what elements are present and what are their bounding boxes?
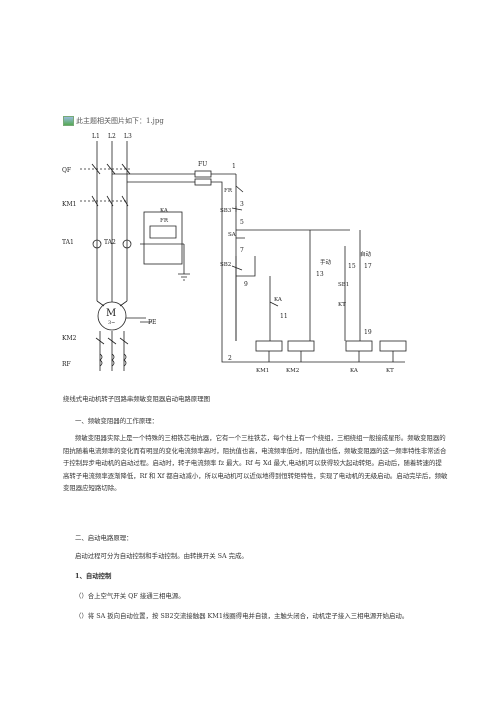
node-label: 13 [316,271,324,278]
coil-label: KM1 [256,368,269,374]
caption-text: 此主题相关图片如下：1.jpg [76,117,164,125]
sb1-label: SB1 [338,282,349,288]
section-heading: 一、频敏变阻器的工作原理： [75,417,159,425]
node-label: 5 [240,219,244,226]
rf-label: RF [62,361,71,368]
node-label: 19 [364,329,372,336]
pe-label: PE [148,319,156,326]
subheading: 1、自动控制 [75,572,112,580]
section-heading: 二、启动电路原理： [75,534,133,542]
image-icon [63,116,74,126]
phase-label: L3 [124,133,132,140]
motor-phase: 3~ [108,320,115,326]
phase-label: L2 [108,133,116,140]
step-item: （​）合上空气开关 QF 接通三相电源。 [75,592,185,600]
section-body: 频敏变阻器实际上是一个特殊的三相铁芯电抗器，它有一个三柱铁芯，每个柱上有一个绕组… [63,434,448,493]
phase-label: L1 [92,133,100,140]
coil-kt [379,340,407,352]
km1-label: KM1 [62,201,76,208]
node-label: 11 [280,313,288,320]
ta2-label: TA2 [104,239,116,246]
ka-label: KA [274,297,283,303]
image-caption: 此主题相关图片如下：1.jpg [63,116,164,126]
fr-small-label: FR [160,218,169,224]
coil-km2 [287,340,315,352]
step-item: （​）将 SA 扳向自动位置，按 SB2交流接触器 KM1线圈得电并自锁，主触头… [75,612,409,620]
node-label: 9 [244,281,248,288]
circuit-diagram: L1 L2 L3 QF FU KM1 TA1 TA2 KA FR M 3~ PE… [62,133,407,374]
ka-small-label: KA [160,208,169,214]
fr-label: FR [224,188,233,194]
auto-label: 自动 [360,250,372,258]
sa-label: SA [228,232,237,238]
km2-label: KM2 [62,335,77,342]
node-label: 15 [348,263,356,270]
node-label: 2 [228,355,232,362]
kt-label: KT [338,302,346,308]
section-body: 启动过程可分为自动控制和手动控制。由转换开关 SA 完成。 [75,552,248,560]
node-label: 7 [240,247,244,254]
figure-title: 绕线式电动机转子回路串频敏变阻器启动电路原理图 [63,395,210,403]
node-label: 17 [364,263,372,270]
node-label: 3 [240,201,244,208]
sb3-label: SB3 [220,208,232,214]
node-label: 1 [232,163,236,170]
manual-label: 手动 [320,258,332,266]
qf-label: QF [62,167,71,174]
ta1-label: TA1 [62,239,74,246]
sb2-label: SB2 [220,262,231,268]
coil-km1 [255,340,283,352]
motor-symbol: M [106,308,116,319]
coil-label: KA [350,368,359,374]
coil-ka [345,340,373,352]
coil-label: KT [386,368,394,374]
fu-label: FU [198,161,207,168]
coil-label: KM2 [286,368,299,374]
